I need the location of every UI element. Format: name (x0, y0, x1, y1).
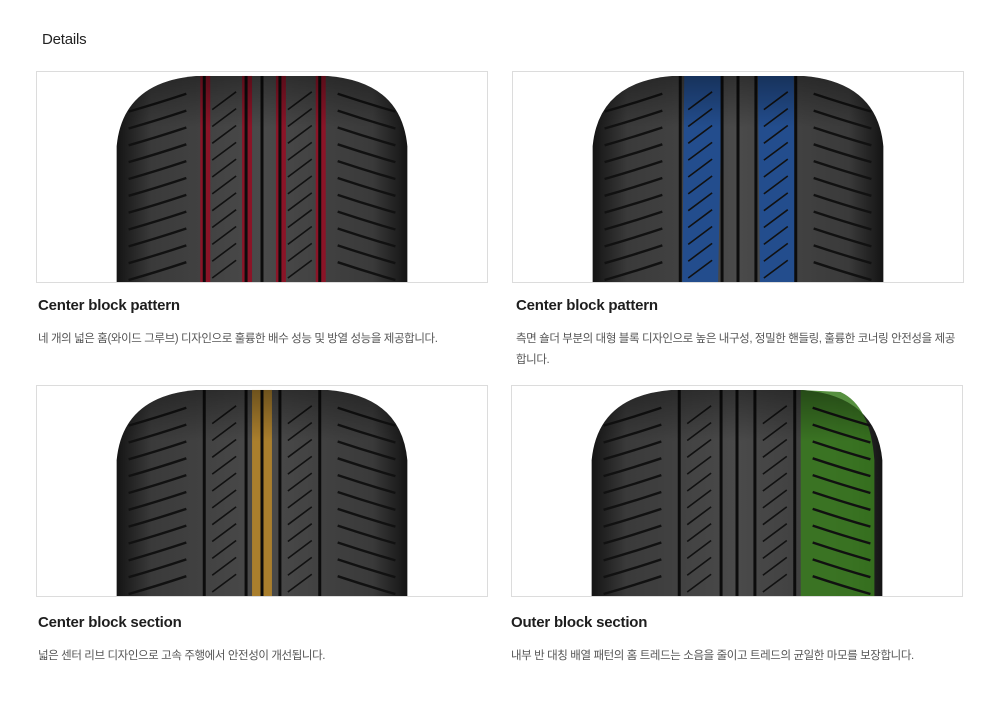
tire-image (512, 71, 964, 283)
detail-card-center-rib: Center block section 넓은 센터 리브 디자인으로 고속 주… (36, 385, 488, 675)
card-title: Center block pattern (38, 297, 180, 314)
card-description: 네 개의 넓은 홈(와이드 그루브) 디자인으로 훌륭한 배수 성능 및 방열 … (38, 333, 438, 345)
tire-image (36, 385, 488, 597)
tire-image (511, 385, 963, 597)
card-description: 내부 반 대칭 배열 패턴의 홈 트레드는 소음을 줄이고 트레드의 균일한 마… (511, 650, 914, 662)
card-title: Center block section (38, 614, 182, 631)
detail-card-shoulder-block: Center block pattern 측면 숄더 부분의 대형 블록 디자인… (512, 71, 964, 371)
tire-tread-illustration (591, 389, 883, 596)
card-title: Center block pattern (516, 297, 658, 314)
tire-image (36, 71, 488, 283)
tire-tread-illustration (116, 389, 408, 596)
page-title: Details (42, 31, 87, 48)
card-title: Outer block section (511, 614, 648, 631)
card-description: 측면 숄더 부분의 대형 블록 디자인으로 높은 내구성, 정밀한 핸들링, 훌… (516, 333, 955, 366)
detail-card-center-groove: Center block pattern 네 개의 넓은 홈(와이드 그루브) … (36, 71, 488, 345)
card-description: 넓은 센터 리브 디자인으로 고속 주행에서 안전성이 개선됩니다. (38, 650, 326, 662)
tire-tread-illustration (116, 75, 408, 282)
tire-tread-illustration (592, 75, 884, 282)
detail-card-outer-block: Outer block section 내부 반 대칭 배열 패턴의 홈 트레드… (511, 385, 963, 675)
